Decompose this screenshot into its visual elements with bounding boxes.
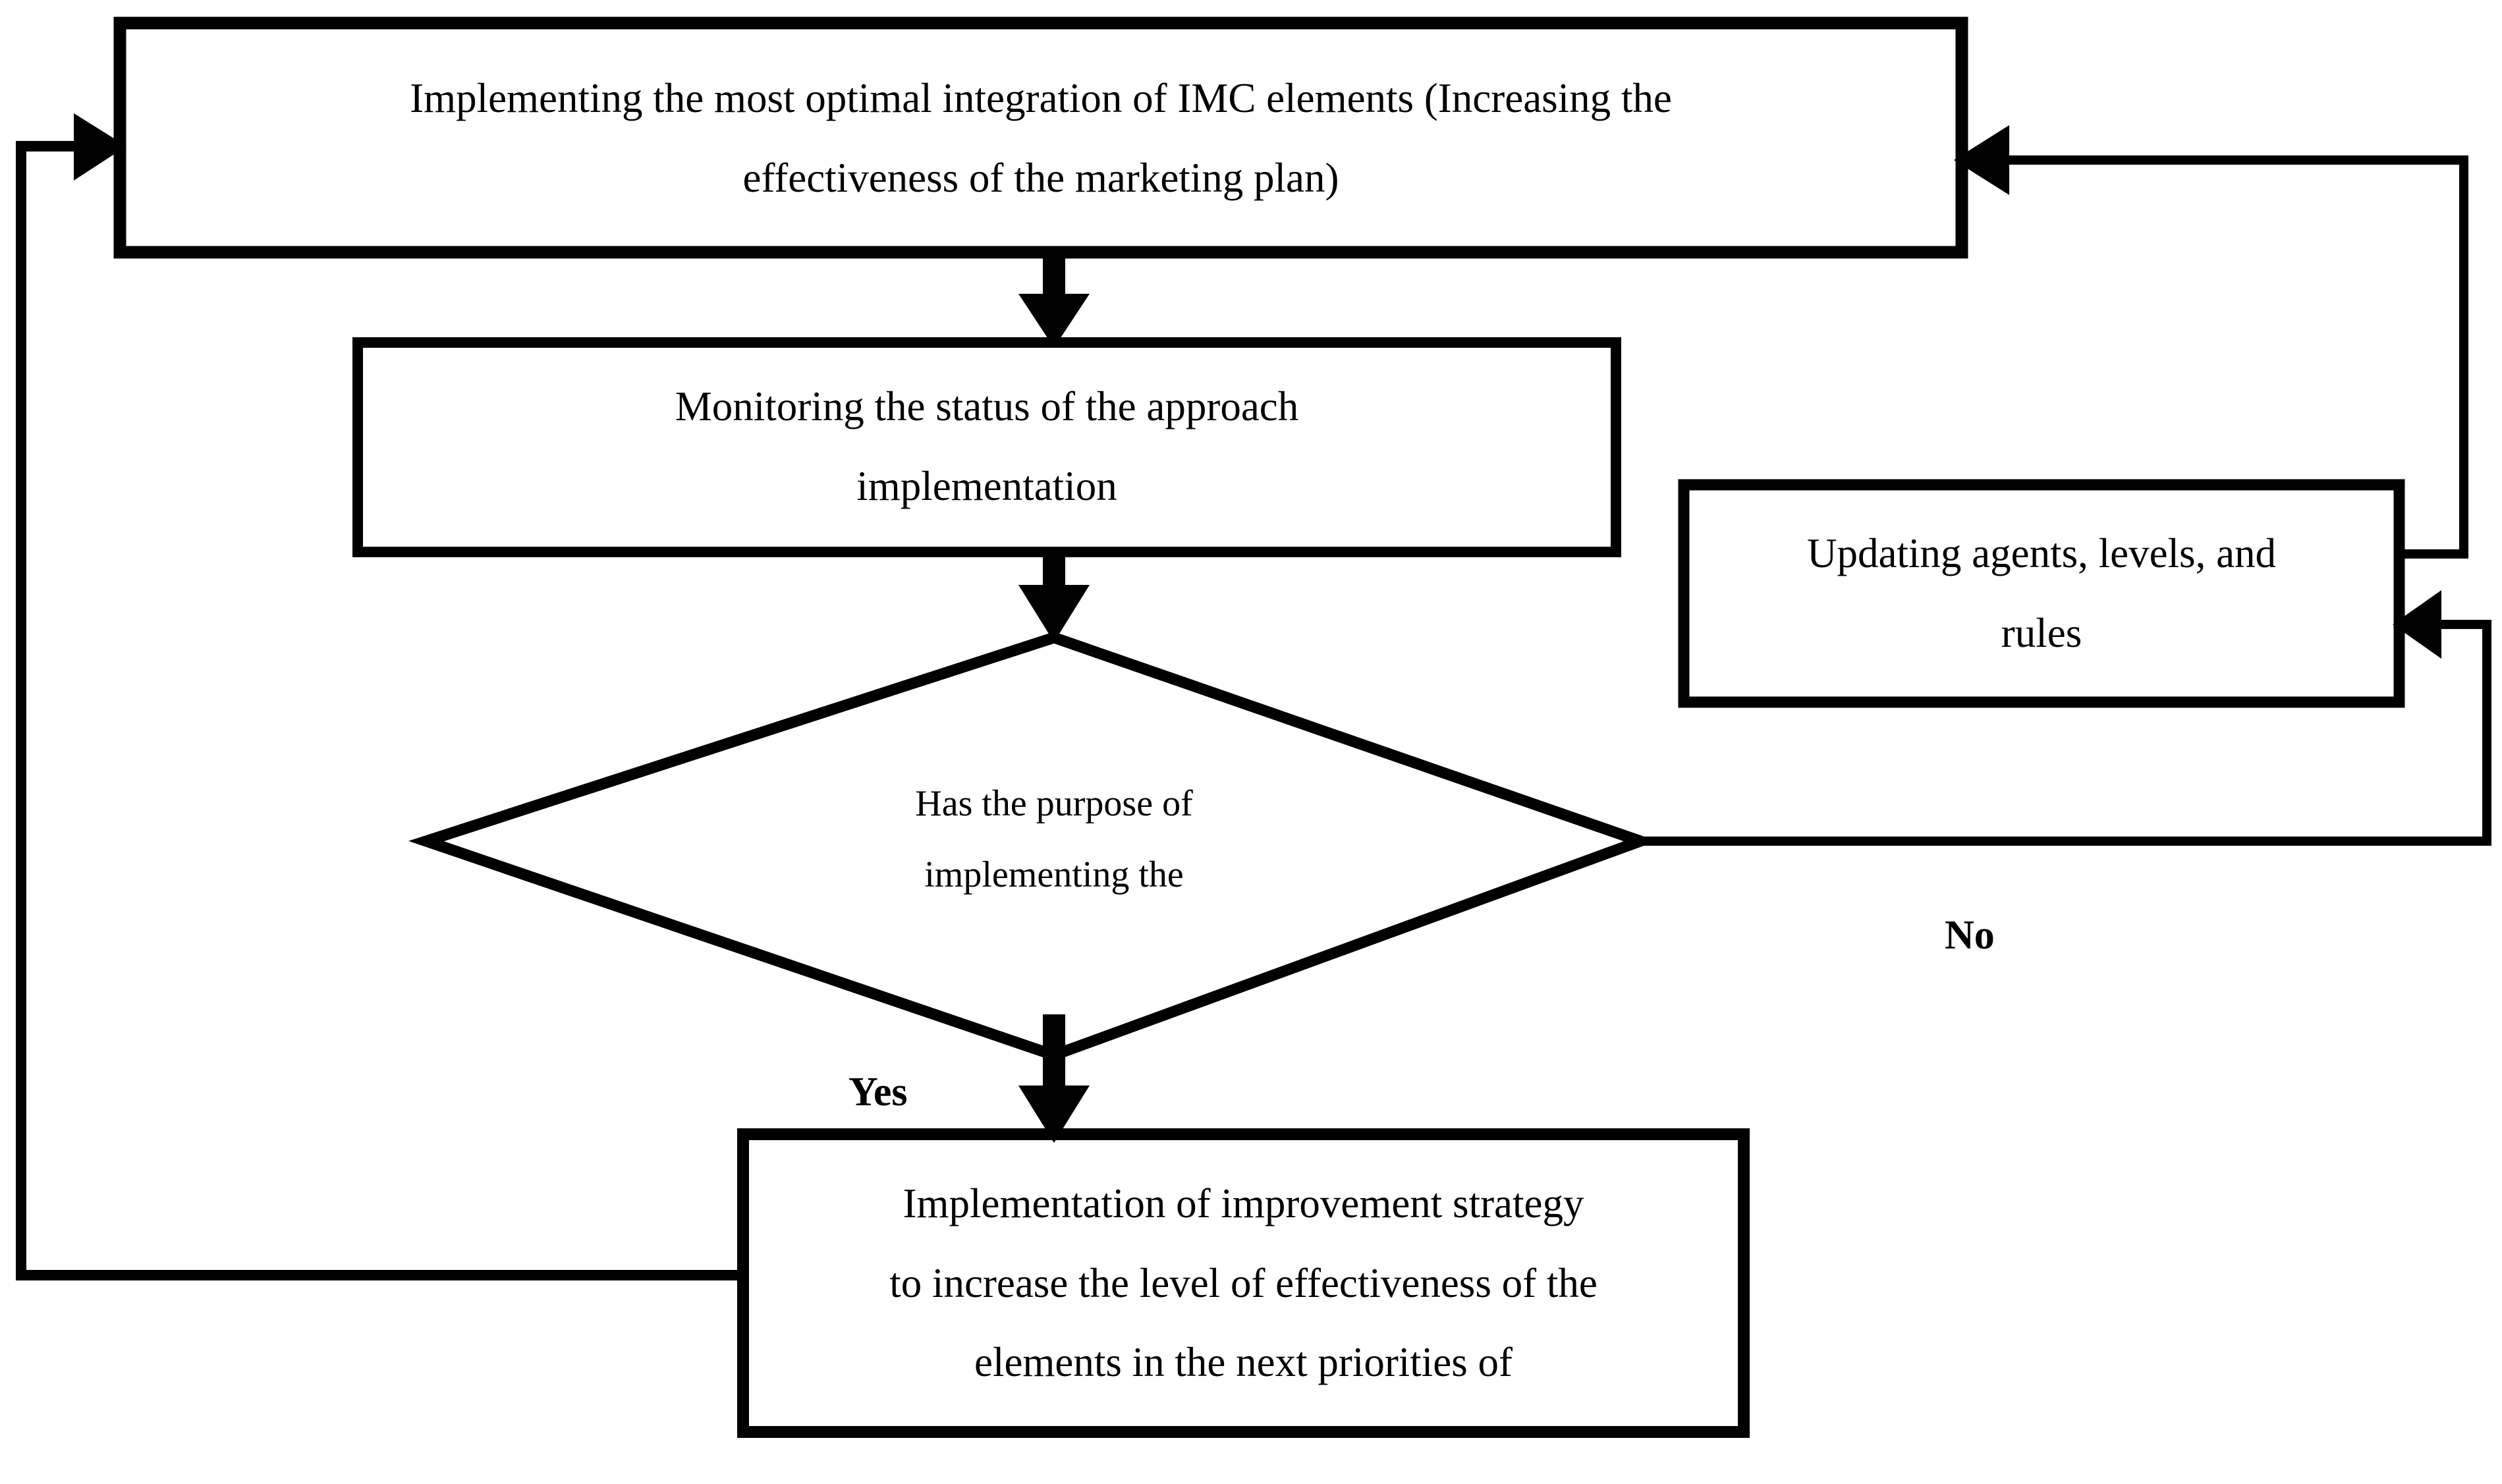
node-monitoring-status: [352, 337, 1621, 557]
node-decision-purpose: [408, 632, 1657, 1062]
branch-label-yes: Yes: [848, 1070, 908, 1114]
edge-updating-to-implement: [1954, 125, 2468, 559]
branch-label-no: No: [1945, 913, 1995, 958]
edge-implement-to-monitoring: [1018, 252, 1090, 348]
node-updating-agents: [1678, 479, 2405, 708]
edge-improvement-to-implement: [16, 113, 743, 1280]
node-improvement-strategy: [737, 1128, 1750, 1438]
node-implement-integration: [113, 16, 1968, 259]
edge-monitoring-to-decision: [1018, 552, 1090, 642]
edge-decision-no-to-updating: [1640, 590, 2491, 846]
edge-decision-yes-to-improvement: [1018, 1014, 1090, 1143]
